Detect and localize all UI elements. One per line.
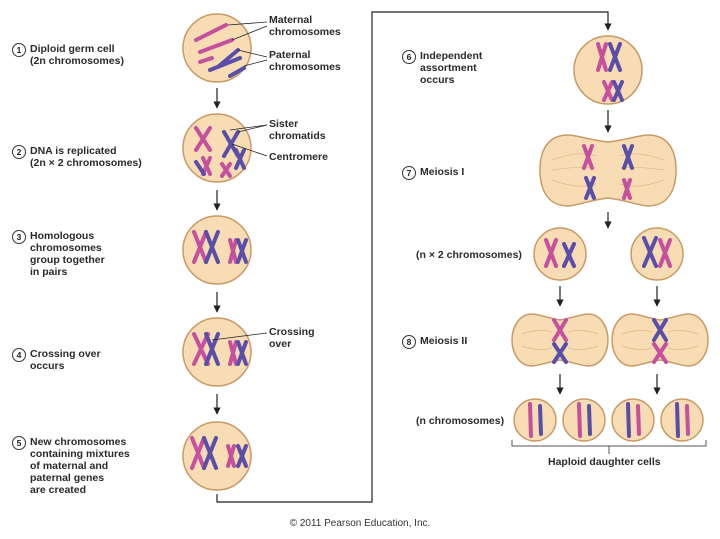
cell-step-1 (182, 13, 252, 83)
crossing-over-label: Crossing over (269, 326, 315, 350)
cell-meiosis-2-left (511, 313, 609, 367)
step-1-label: 1 Diploid germ cell (2n chromosomes) (12, 43, 124, 67)
cell-n2-right (630, 227, 684, 281)
paternal-chromosome (208, 56, 242, 72)
n-times-2-label: (n × 2 chromosomes) (416, 249, 522, 261)
step-5-label: 5 New chromosomes containing mixtures of… (12, 436, 130, 496)
cell-step-4 (182, 317, 252, 387)
haploid-cell-3 (611, 398, 655, 442)
step-8-label: 8 Meiosis II (402, 335, 467, 349)
maternal-chromosome (198, 38, 234, 54)
n-chromosomes-label: (n chromosomes) (416, 415, 505, 427)
cell-n2-left (533, 227, 587, 281)
step-2-number: 2 (12, 145, 26, 159)
connector-arrow (216, 11, 612, 503)
paternal-chromosome (217, 48, 240, 68)
copyright-notice: © 2011 Pearson Education, Inc. (289, 518, 431, 529)
step-5-number: 5 (12, 436, 26, 450)
haploid-cell-1 (513, 398, 557, 442)
paternal-chromosomes-label: Paternal chromosomes (269, 49, 341, 73)
step-6-number: 6 (402, 50, 416, 64)
cell-step-5 (182, 421, 252, 491)
step-4-label: 4 Crossing over occurs (12, 348, 101, 372)
step-2-label: 2 DNA is replicated (2n × 2 chromosomes) (12, 145, 142, 169)
cell-step-6 (573, 35, 643, 105)
step-4-number: 4 (12, 348, 26, 362)
haploid-cell-2 (562, 398, 606, 442)
haploid-daughter-cells-label: Haploid daughter cells (548, 456, 661, 468)
step-7-number: 7 (402, 166, 416, 180)
maternal-chromosomes-label: Maternal chromosomes (269, 14, 341, 38)
maternal-chromosome (198, 56, 214, 64)
step-3-label: 3 Homologous chromosomes group together … (12, 230, 105, 278)
centromere-label: Centromere (269, 151, 328, 163)
step-1-number: 1 (12, 43, 26, 57)
step-8-number: 8 (402, 335, 416, 349)
step-3-number: 3 (12, 230, 26, 244)
maternal-chromosome (194, 23, 228, 42)
cell-meiosis-2-right (611, 313, 709, 367)
cell-step-2 (182, 113, 252, 183)
paternal-chromosome (228, 66, 246, 78)
haploid-cell-4 (660, 398, 704, 442)
sister-chromatids-label: Sister chromatids (269, 118, 326, 142)
cell-meiosis-1 (539, 134, 677, 207)
step-6-label: 6 Independent assortment occurs (402, 50, 482, 86)
step-7-label: 7 Meiosis I (402, 166, 464, 180)
cell-step-3 (182, 215, 252, 285)
callout-lines (211, 21, 268, 341)
